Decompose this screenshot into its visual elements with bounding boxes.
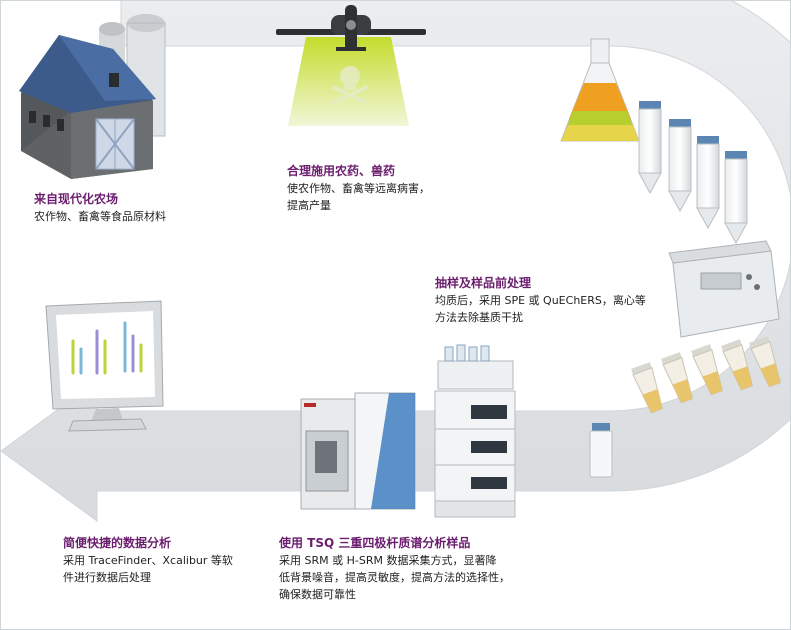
farm-caption: 来自现代化农场 农作物、畜禽等食品原材料	[34, 191, 166, 225]
prep-line-1: 均质后，采用 SPE 或 QuEChERS，离心等	[435, 294, 646, 307]
flask-icon	[560, 38, 640, 142]
data-title: 简便快捷的数据分析	[63, 536, 172, 550]
spray-caption: 合理施用农药、兽药 使农作物、畜禽等远离病害， 提高产量	[287, 163, 430, 214]
prep-title: 抽样及样品前处理	[435, 276, 532, 290]
centrifuge-icon	[668, 240, 780, 338]
monitor-icon	[45, 300, 164, 432]
data-line-1: 采用 TraceFinder、Xcalibur 等软	[63, 554, 233, 567]
spray-line-2: 提高产量	[287, 199, 331, 212]
lc-system-icon	[434, 344, 516, 518]
ms-line-1: 采用 SRM 或 H-SRM 数据采集方式，显著降	[279, 554, 497, 567]
farm-barn-icon	[19, 14, 166, 179]
ms-line-3: 确保数据可靠性	[279, 588, 356, 601]
spray-title: 合理施用农药、兽药	[287, 164, 396, 178]
farm-line-1: 农作物、畜禽等食品原材料	[34, 210, 166, 223]
crop-duster-icon	[276, 5, 426, 126]
farm-title: 来自现代化农场	[34, 192, 119, 206]
ms-caption: 使用 TSQ 三重四极杆质谱分析样品 采用 SRM 或 H-SRM 数据采集方式…	[279, 535, 510, 603]
tube-icons	[638, 101, 748, 245]
ms-line-2: 低背景噪音，提高灵敏度，提高方法的选择性，	[279, 571, 510, 584]
prep-line-2: 方法去除基质干扰	[435, 311, 523, 324]
mass-spectrometer-icon	[300, 392, 416, 510]
ms-title: 使用 TSQ 三重四极杆质谱分析样品	[279, 536, 471, 550]
prep-caption: 抽样及样品前处理 均质后，采用 SPE 或 QuEChERS，离心等 方法去除基…	[435, 275, 646, 326]
spray-line-1: 使农作物、畜禽等远离病害，	[287, 182, 430, 195]
sample-vial-icons	[589, 336, 782, 478]
data-line-2: 件进行数据后处理	[63, 571, 151, 584]
data-caption: 简便快捷的数据分析 采用 TraceFinder、Xcalibur 等软 件进行…	[63, 535, 233, 586]
